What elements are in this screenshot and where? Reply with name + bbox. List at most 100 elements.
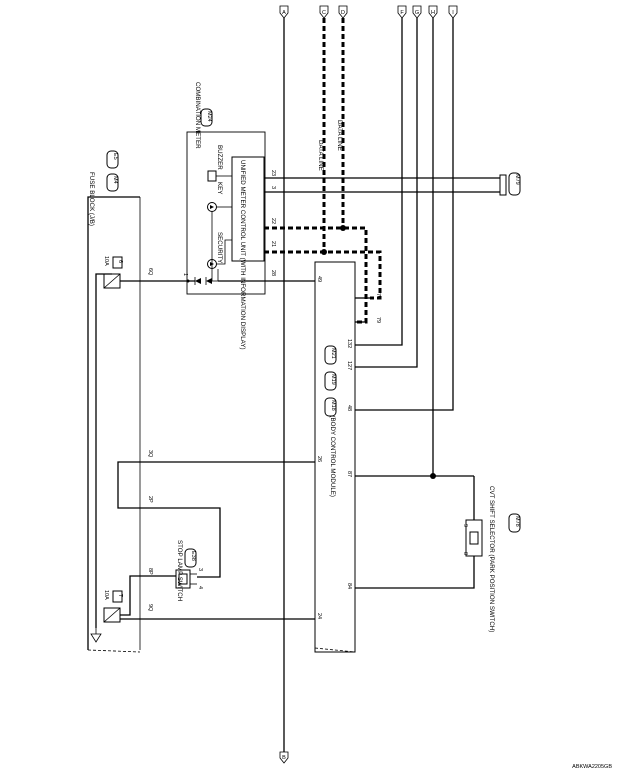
fuse-block: FUSE BLOCK (J/B) M4 E5 10A 6 6Q 10A 7 9Q… (87, 150, 153, 653)
cvt-selector-title: CVT SHIFT SELECTOR (PARK POSITION SWITCH… (488, 486, 495, 632)
svg-text:E5: E5 (112, 153, 118, 160)
connector-m79: M79 (499, 172, 521, 196)
data-line-label-c: DATA LINE (317, 140, 324, 171)
svg-text:9Q: 9Q (147, 604, 153, 612)
svg-text:6: 6 (117, 260, 123, 263)
connector-flag-c: C (319, 5, 329, 19)
svg-text:A: A (282, 10, 286, 16)
data-line-label-d: DATA LINE (336, 120, 343, 151)
connector-flag-a: A (279, 5, 289, 19)
svg-text:9: 9 (462, 524, 468, 527)
svg-text:79: 79 (375, 317, 381, 323)
svg-text:22: 22 (270, 218, 276, 224)
svg-text:M79: M79 (514, 174, 520, 185)
svg-text:3Q: 3Q (147, 450, 153, 458)
svg-text:87: 87 (346, 471, 352, 477)
connector-flag-g: G (412, 5, 422, 19)
svg-text:D: D (341, 10, 345, 16)
svg-text:24: 24 (316, 613, 322, 619)
connector-badge-m78: M78 (508, 513, 521, 533)
svg-text:M21: M21 (330, 348, 336, 359)
bcm-module: BCM (BODY CONTROL MODULE) M18 M19 M21 49… (314, 261, 381, 653)
svg-text:1: 1 (182, 273, 188, 276)
svg-text:E38: E38 (190, 551, 196, 561)
svg-text:23: 23 (270, 170, 276, 176)
svg-text:M24: M24 (206, 111, 212, 122)
connector-badge-m19: M19 (324, 371, 337, 391)
svg-text:2P: 2P (147, 496, 153, 503)
wire-3q-2p (117, 461, 315, 578)
wire-f (355, 18, 403, 346)
svg-text:10A: 10A (103, 590, 109, 600)
svg-text:6Q: 6Q (147, 268, 153, 276)
svg-text:28: 28 (270, 270, 276, 276)
figure-id: ABKWA2205GB (572, 764, 612, 770)
svg-text:127: 127 (346, 361, 352, 370)
svg-text:84: 84 (346, 583, 352, 589)
connector-badge-e5: E5 (106, 150, 119, 169)
svg-text:78: 78 (375, 293, 381, 299)
buzzer-label: BUZZER (216, 145, 223, 170)
splice-dot (321, 249, 327, 255)
svg-text:4: 4 (197, 586, 203, 589)
connector-flag-d: D (338, 5, 348, 19)
stop-lamp-switch: 3 4 STOP LAMP SWITCH E38 (175, 540, 203, 601)
connector-flag-b: B (279, 751, 289, 764)
wire-g (355, 18, 418, 368)
svg-text:3: 3 (197, 568, 203, 571)
connector-flag-f: F (397, 5, 407, 19)
connector-flag-h: H (428, 5, 438, 19)
svg-text:I: I (452, 10, 454, 16)
svg-text:M19: M19 (330, 374, 336, 385)
connector-badge-m4: M4 (106, 173, 119, 192)
svg-text:F: F (400, 10, 404, 16)
svg-text:132: 132 (346, 339, 352, 348)
cvt-shift-selector: 9 8 CVT SHIFT SELECTOR (PARK POSITION SW… (462, 486, 521, 632)
fuse-feed (95, 273, 112, 628)
buzzer-icon (207, 170, 217, 182)
meter-control-unit-label: UNIFIED METER CONTROL UNIT (WITH INFORMA… (239, 160, 246, 350)
connector-badge-m18: M18 (324, 397, 337, 417)
fuse-number-6: 6 (112, 256, 123, 269)
security-label: SECURITY (216, 232, 223, 263)
svg-text:H: H (431, 10, 435, 16)
splice-dot (340, 225, 346, 231)
wire-i (355, 18, 454, 411)
svg-text:8P: 8P (147, 568, 153, 575)
switch-icon (178, 573, 188, 585)
svg-text:48: 48 (346, 405, 352, 411)
svg-text:8: 8 (462, 552, 468, 555)
bcm-title: BCM (BODY CONTROL MODULE) (329, 400, 336, 497)
stop-lamp-switch-title: STOP LAMP SWITCH (176, 540, 183, 601)
combination-meter-title: COMBINATION METER (194, 82, 201, 149)
svg-text:C: C (322, 10, 326, 16)
diode-icon (195, 278, 201, 284)
svg-text:49: 49 (316, 276, 322, 282)
svg-text:26: 26 (316, 456, 322, 462)
svg-text:M4: M4 (112, 176, 118, 184)
wire-pin84 (355, 556, 475, 589)
diode-icon (206, 278, 212, 284)
svg-text:10A: 10A (103, 256, 109, 266)
svg-text:B: B (282, 755, 286, 761)
splice-dot (430, 473, 436, 479)
fuse-number-7: 7 (112, 590, 123, 603)
ground-icon (90, 628, 102, 643)
svg-text:7: 7 (117, 594, 123, 597)
svg-text:G: G (415, 10, 419, 16)
wire-8p (120, 575, 176, 616)
svg-text:M78: M78 (514, 516, 520, 527)
combination-meter: COMBINATION METER M24 UNIFIED METER CONT… (182, 82, 276, 350)
svg-text:M18: M18 (330, 400, 336, 411)
key-label: KEY (216, 182, 223, 194)
connector-flag-i: I (448, 5, 458, 19)
connector-badge-m21: M21 (324, 345, 337, 365)
svg-text:3: 3 (270, 186, 276, 189)
connector-badge-m24: M24 (200, 108, 213, 127)
svg-text:21: 21 (270, 241, 276, 247)
park-switch-icon (469, 531, 479, 545)
connector-badge-e38: E38 (184, 548, 197, 568)
fuse-block-title: FUSE BLOCK (J/B) (88, 172, 95, 226)
